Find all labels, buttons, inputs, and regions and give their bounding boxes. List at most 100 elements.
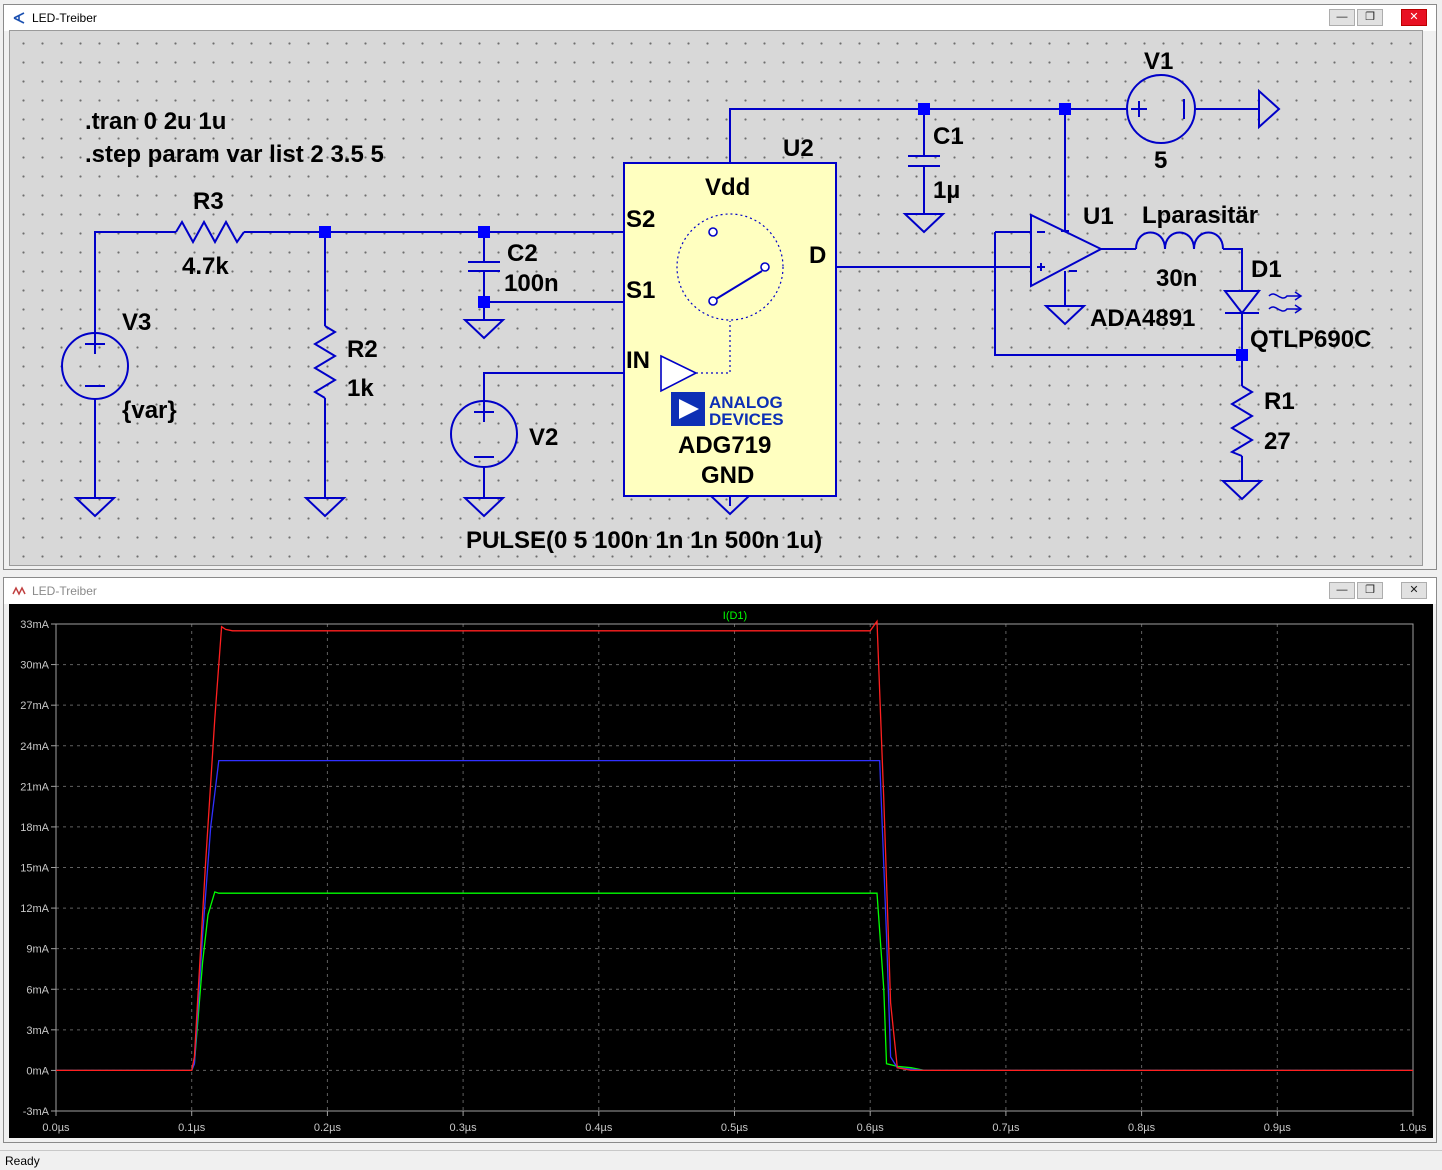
u2-pin-d: D [809,242,826,269]
y-tick-label: 33mA [20,619,49,631]
c1-ref: C1 [933,123,964,150]
y-tick-label: 3mA [26,1025,49,1037]
x-tick-label: 1.0µs [1399,1122,1427,1134]
net-flag-icon [1258,88,1281,130]
series-line-2[interactable] [56,759,1413,1072]
waveform-icon [12,586,26,596]
y-tick-label: 21mA [20,781,49,793]
led-d1[interactable] [1222,290,1303,315]
x-tick-label: 0.4µs [585,1122,613,1134]
plot-pane[interactable]: I(D1) -3mA 0mA 3mA 6mA 9mA 12mA 15mA 18mA 21mA 24… [9,604,1433,1138]
u2-pin-s1: S1 [626,277,655,304]
series-line-3[interactable] [56,619,1413,1072]
r3-value: 4.7k [182,253,229,280]
v1-ref: V1 [1144,48,1173,75]
schematic-title-bar[interactable]: LED-Treiber — ❐ ✕ [4,5,1436,31]
c2-ref: C2 [507,240,538,267]
plot-title-bar[interactable]: LED-Treiber — ❐ ✕ [4,578,1436,604]
l-ref: Lparasitär [1142,202,1258,229]
schematic-drawing: ANALOG DEVICES [61,48,1371,554]
u2-pin-gnd: GND [701,462,754,489]
resistor-r1[interactable] [1229,385,1254,457]
minimize-button[interactable]: — [1329,582,1355,599]
inductor-lparasitar[interactable] [1135,231,1224,250]
x-tick-label: 0.6µs [857,1122,885,1134]
y-tick-label: -3mA [23,1106,50,1118]
x-tick-label: 0.1µs [178,1122,206,1134]
svg-text:ANALOG: ANALOG [709,393,783,412]
d1-ref: D1 [1251,256,1282,283]
resistor-r3[interactable] [175,219,245,245]
y-tick-label: 15mA [20,863,49,875]
ground-icon [73,497,117,518]
ground-icon [1220,480,1264,501]
ground-icon [462,497,506,518]
maximize-button[interactable]: ❐ [1357,582,1383,599]
maximize-button[interactable]: ❐ [1357,9,1383,26]
c1-value: 1µ [933,177,960,204]
v2-ref: V2 [529,424,558,451]
u2-pin-vdd: Vdd [705,174,750,201]
svg-text:DEVICES: DEVICES [709,410,784,429]
c2-value: 100n [504,270,559,297]
junctions [319,103,1248,361]
trace-label[interactable]: I(D1) [723,610,747,622]
directive-step[interactable]: .step param var list 2 3.5 5 [85,141,384,168]
y-tick-label: 27mA [20,700,49,712]
r2-ref: R2 [347,336,378,363]
l-value: 30n [1156,265,1197,292]
directive-tran[interactable]: .tran 0 2u 1u [85,108,226,135]
capacitor-c2[interactable] [468,261,500,272]
status-bar: Ready [0,1150,1442,1170]
y-tick-label: 0mA [26,1065,49,1077]
schematic-canvas[interactable]: ANALOG DEVICES [9,30,1423,566]
r1-value: 27 [1264,428,1291,455]
y-tick-label: 24mA [20,741,49,753]
close-button[interactable]: ✕ [1401,582,1427,599]
ground-icon [303,497,347,518]
u2-pin-s2: S2 [626,206,655,233]
x-tick-label: 0.5µs [721,1122,749,1134]
voltage-source-v3[interactable] [61,332,129,400]
ground-icon [1043,305,1087,326]
y-tick-label: 18mA [20,822,49,834]
wires [94,108,1259,506]
plot-window-title: LED-Treiber [32,584,97,598]
waveform-chart: I(D1) -3mA 0mA 3mA 6mA 9mA 12mA 15mA 18mA 21mA 24… [20,610,1427,1134]
v2-value: PULSE(0 5 100n 1n 1n 500n 1u) [466,527,822,554]
x-tick-label: 0.2µs [314,1122,342,1134]
u1-ref: U1 [1083,203,1114,230]
y-tick-label: 6mA [26,984,49,996]
v1-value: 5 [1154,147,1167,174]
analog-devices-logo: ANALOG DEVICES [671,392,784,429]
y-tick-label: 12mA [20,903,49,915]
voltage-source-v1[interactable] [1126,74,1196,144]
x-tick-label: 0.3µs [450,1122,478,1134]
y-tick-label: 9mA [26,944,49,956]
ground-icon [462,319,506,340]
minimize-button[interactable]: — [1329,9,1355,26]
u2-ref: U2 [783,135,814,162]
u2-pin-in: IN [626,347,650,374]
r2-value: 1k [347,375,374,402]
x-tick-label: 0.0µs [42,1122,70,1134]
y-tick-label: 30mA [20,660,49,672]
v3-ref: V3 [122,309,151,336]
x-tick-label: 0.8µs [1128,1122,1156,1134]
u2-part: ADG719 [678,432,771,459]
voltage-source-v2[interactable] [450,400,518,468]
ic-u2-adg719[interactable]: ANALOG DEVICES [623,162,837,497]
opamp-u1[interactable] [1030,213,1104,288]
close-button[interactable]: ✕ [1401,9,1427,26]
schematic-window-title: LED-Treiber [32,11,97,25]
d1-part: QTLP690C [1250,326,1371,353]
x-tick-label: 0.7µs [992,1122,1020,1134]
u1-part: ADA4891 [1090,305,1195,332]
resistor-r2[interactable] [313,325,337,399]
status-text: Ready [5,1154,40,1168]
v3-value: {var} [122,397,177,424]
ground-icon [902,213,946,234]
schematic-icon [13,12,25,24]
capacitor-c1[interactable] [908,155,940,167]
r3-ref: R3 [193,188,224,215]
